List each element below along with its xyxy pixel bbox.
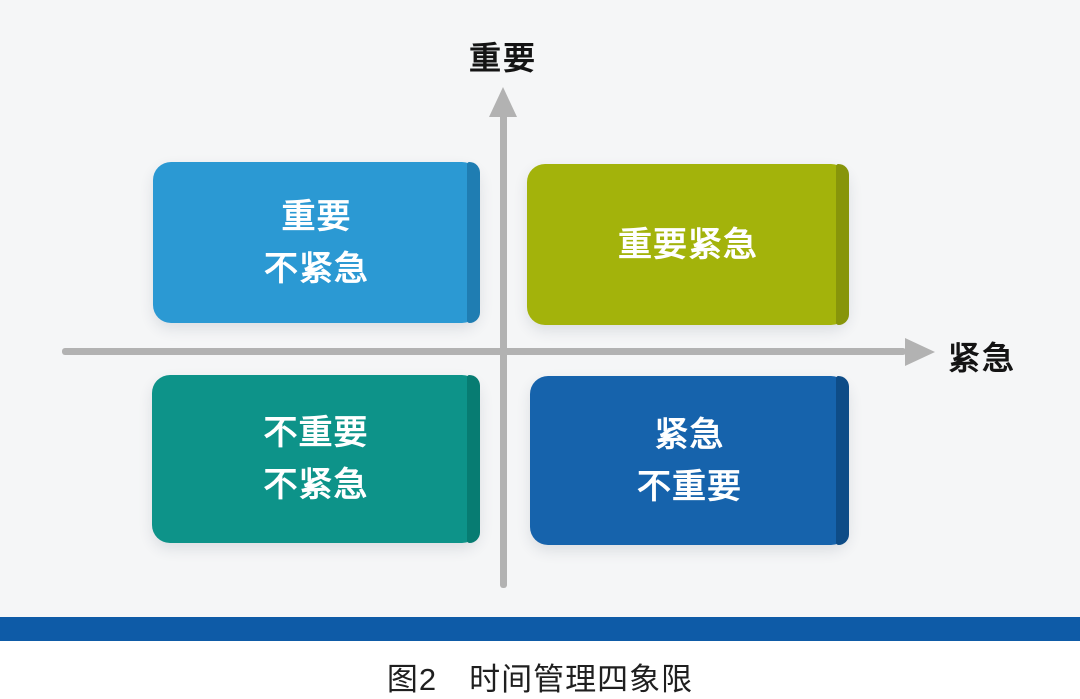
quadrant-label-line: 不重要 [263, 414, 369, 452]
quadrant-label-line: 重要紧急 [618, 225, 758, 264]
quadrant-urgent-not-important: 紧急 不重要 [530, 376, 849, 545]
quadrant-label-line: 重要 [281, 197, 352, 236]
quadrant-label-line: 不紧急 [264, 249, 369, 288]
quadrant-important-urgent: 重要紧急 [527, 164, 849, 325]
quadrant-label-line: 紧急 [654, 415, 725, 454]
quadrant-label-line: 不重要 [637, 467, 742, 506]
y-axis-arrowhead-icon [489, 87, 517, 117]
x-axis-arrowhead-icon [905, 338, 935, 366]
quadrant-important-not-urgent: 重要 不紧急 [153, 162, 480, 323]
figure-caption: 图2 时间管理四象限 [386, 662, 694, 697]
x-axis-line [62, 348, 906, 355]
y-axis-label: 重要 [468, 40, 538, 76]
quadrant-label-line: 不紧急 [263, 466, 369, 504]
x-axis-label: 紧急 [948, 340, 1017, 376]
bottom-divider-bar [0, 617, 1080, 641]
quadrant-not-important-not-urgent: 不重要 不紧急 [152, 375, 480, 543]
